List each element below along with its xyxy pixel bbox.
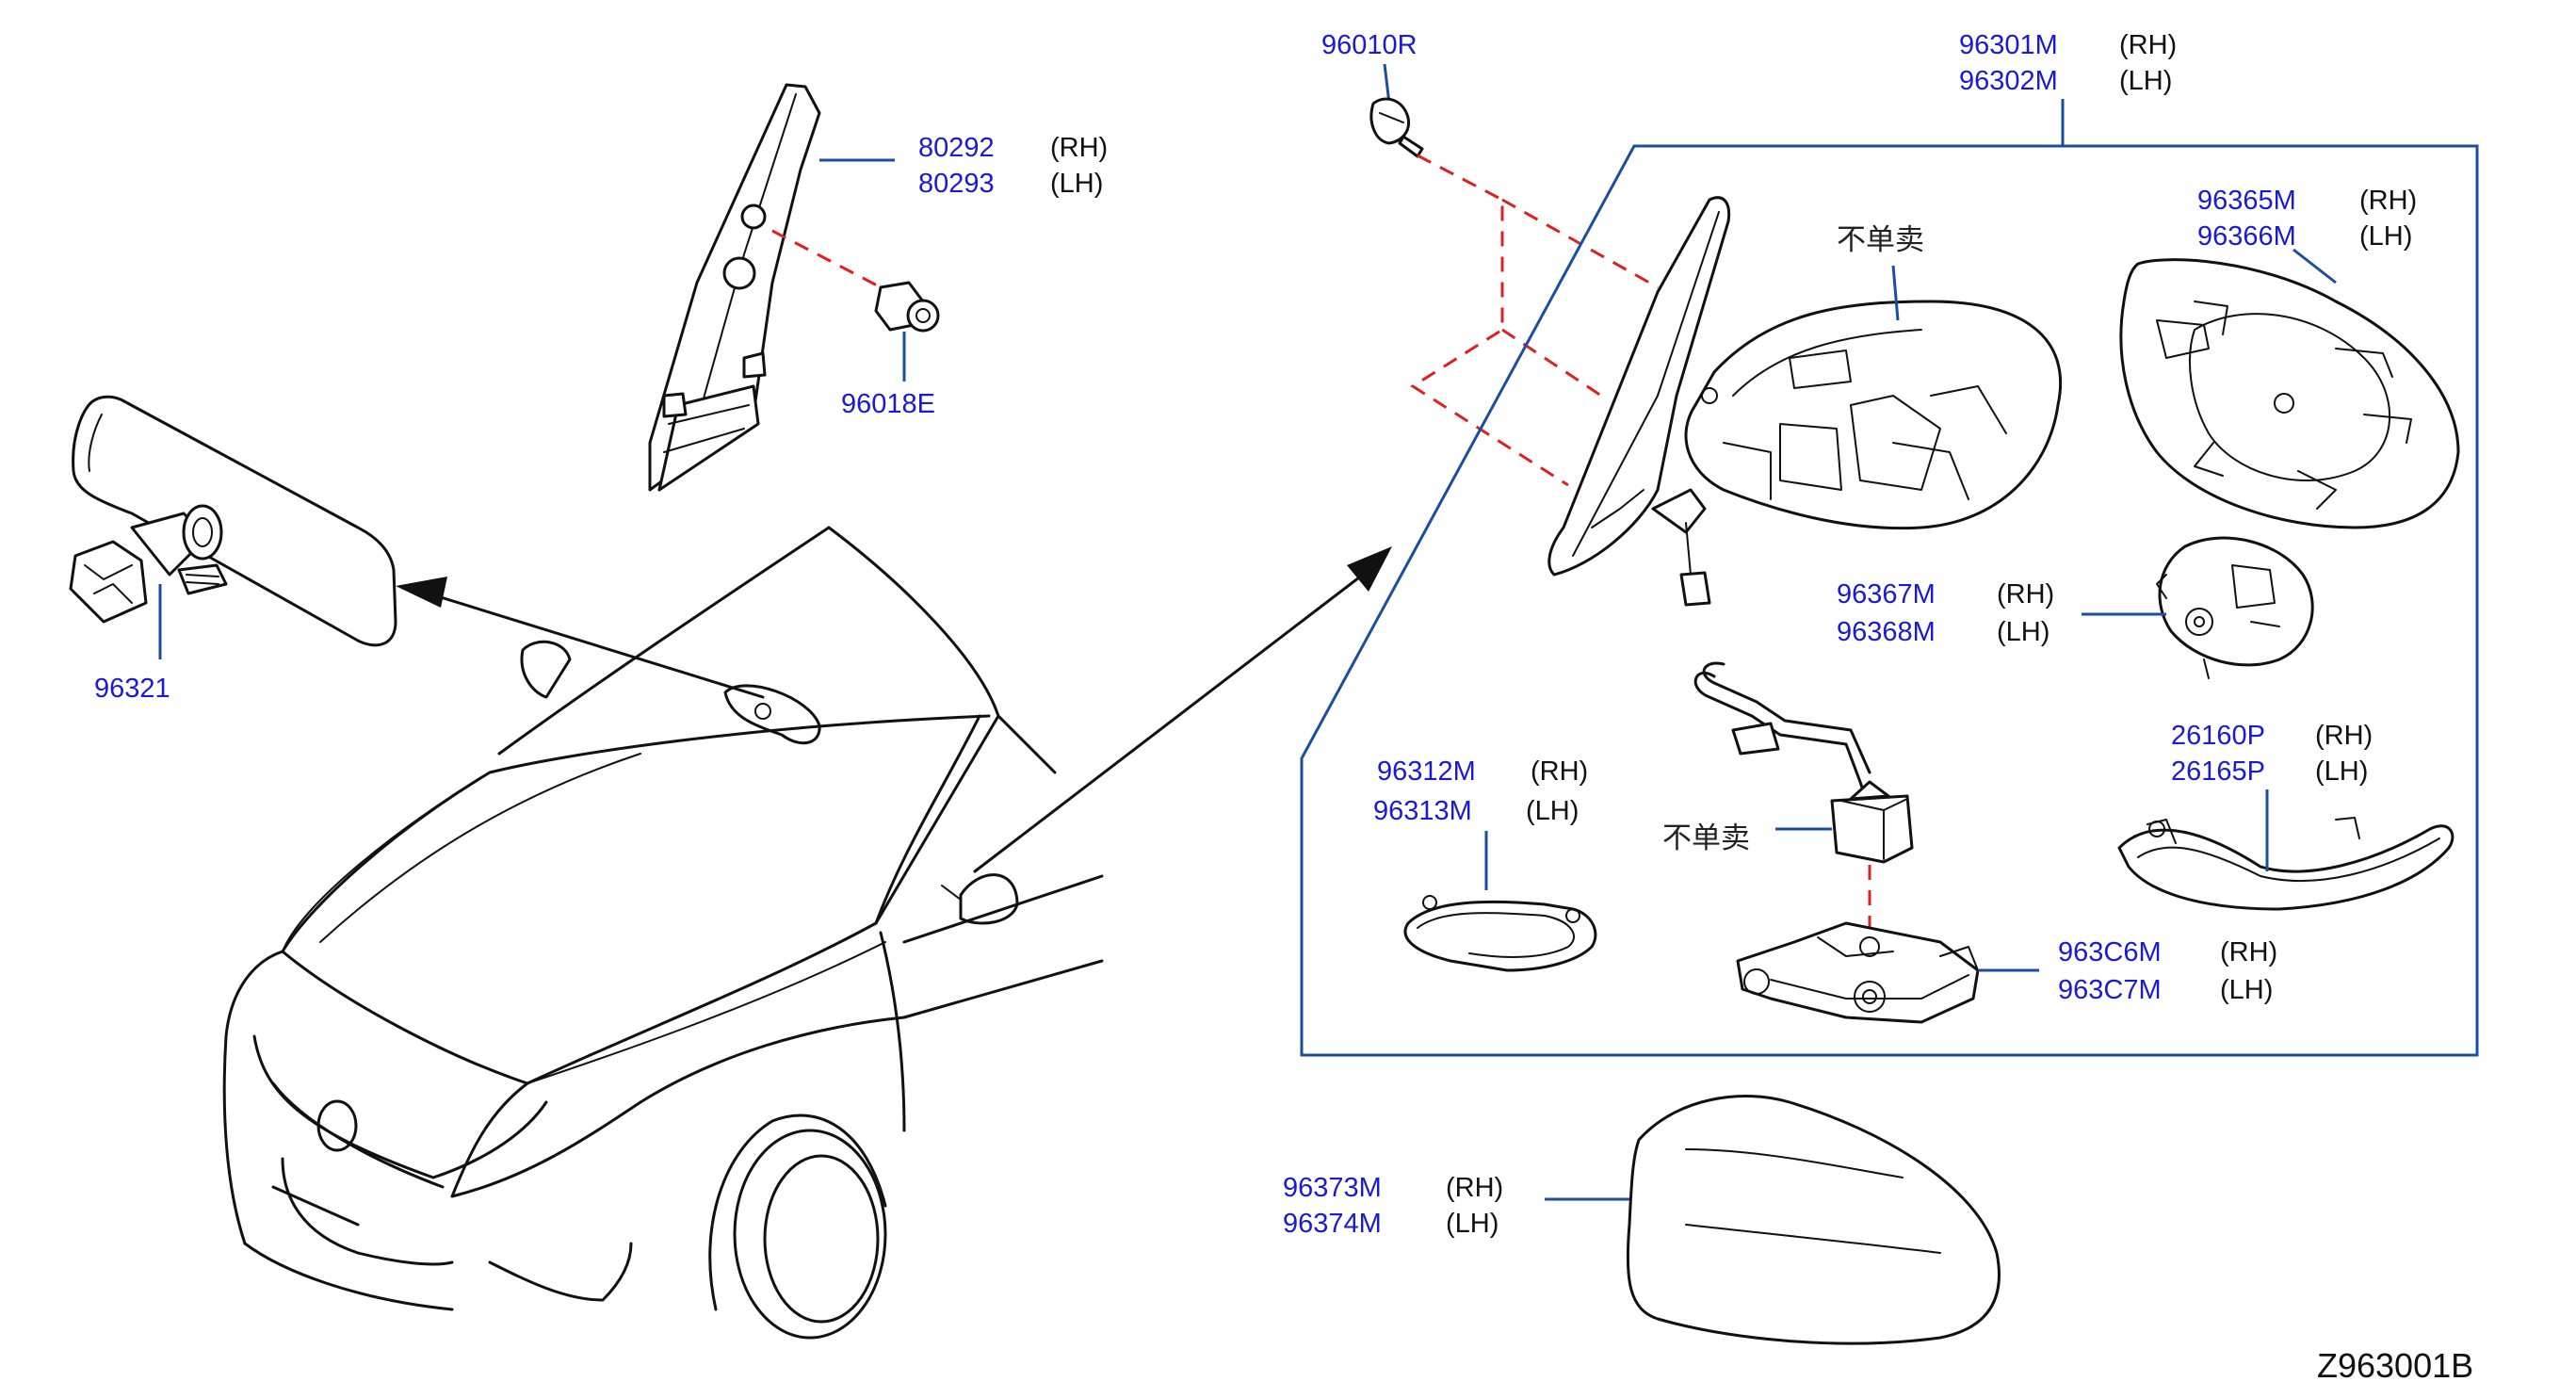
door-mirror-body-drawing (1547, 196, 2063, 607)
part-96312M-number: 96312M (1377, 756, 1476, 787)
mirror-assembly-frame (1300, 144, 2479, 1057)
part-963C7M-side: (LH) (2220, 975, 2273, 1005)
part-96313M-side: (LH) (1526, 796, 1579, 826)
part-96301M-side: (RH) (2119, 30, 2177, 60)
part-96366M-number: 96366M (2197, 221, 2296, 252)
part-96368M-side: (LH) (1997, 617, 2049, 647)
not-sold-separately-note-2: 不单卖 (1662, 821, 1750, 855)
part-96018E-number: 96018E (841, 389, 935, 419)
turn-signal-lamp-drawing (2117, 817, 2454, 911)
part-96312M-side: (RH) (1531, 756, 1588, 787)
inner-mirror-drawing (69, 395, 397, 647)
harness-and-motor-drawing (1693, 661, 1914, 864)
part-80292-side: (RH) (1050, 133, 1108, 163)
arrow-to-inner-mirror (396, 577, 765, 699)
part-96367M-side: (RH) (1997, 579, 2054, 610)
part-963C6M-side: (RH) (2220, 937, 2277, 967)
part-80292-number: 80292 (918, 133, 995, 163)
mirror-actuator-drawing (2156, 536, 2314, 679)
mirror-gasket-cover-drawing (1403, 895, 1597, 972)
part-96367M-number: 96367M (1837, 579, 1936, 610)
part-963C7M-number: 963C7M (2058, 975, 2162, 1005)
part-96313M-number: 96313M (1373, 796, 1472, 826)
part-26160P-number: 26160P (2171, 721, 2265, 751)
part-96373M-side: (RH) (1446, 1173, 1503, 1203)
part-96301M-number: 96301M (1959, 30, 2058, 60)
part-26160P-side: (RH) (2315, 721, 2373, 751)
diagram-code: Z963001B (2317, 1346, 2473, 1385)
part-96374M-side: (LH) (1446, 1209, 1499, 1239)
part-96366M-side: (LH) (2359, 221, 2412, 252)
part-96321-number: 96321 (94, 674, 170, 704)
part-96302M-number: 96302M (1959, 66, 2058, 96)
part-96373M-number: 96373M (1283, 1173, 1382, 1203)
arrow-to-door-mirror (973, 546, 1392, 873)
part-96365M-side: (RH) (2359, 186, 2417, 216)
part-96010R-number: 96010R (1321, 30, 1418, 60)
mirror-glass-drawing (2119, 258, 2460, 529)
corner-finisher-drawing (648, 83, 821, 492)
mirror-base-bracket-drawing (1736, 921, 1980, 1024)
clip-96018E-drawing (874, 281, 940, 333)
mirror-cap-drawing (1626, 1094, 2001, 1345)
part-26165P-number: 26165P (2171, 756, 2265, 787)
part-96302M-side: (LH) (2119, 66, 2172, 96)
part-96368M-number: 96368M (1837, 617, 1936, 647)
part-80293-number: 80293 (918, 169, 995, 199)
part-96365M-number: 96365M (2197, 186, 2296, 216)
part-96374M-number: 96374M (1283, 1209, 1382, 1239)
car-body-outline (222, 526, 1104, 1340)
part-26165P-side: (LH) (2315, 756, 2368, 787)
not-sold-separately-note-1: 不单卖 (1837, 223, 1924, 257)
part-963C6M-number: 963C6M (2058, 937, 2162, 967)
part-80293-side: (LH) (1050, 169, 1103, 199)
screw-96010R-drawing (1369, 97, 1424, 158)
